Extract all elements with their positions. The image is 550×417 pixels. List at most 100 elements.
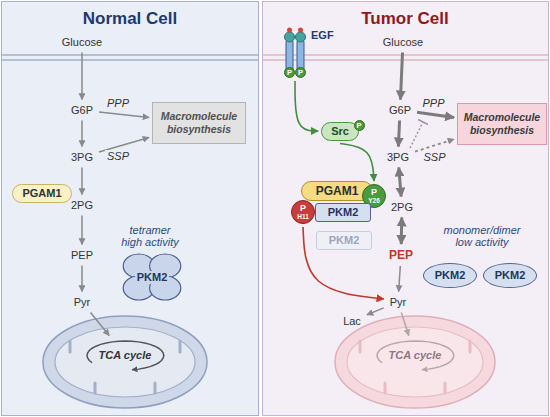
figure-part [384, 383, 387, 393]
node-text: PGAM1 [22, 187, 61, 200]
node-text: Y26 [368, 197, 380, 204]
connector-arrow [81, 53, 83, 100]
node-text: Macromolecule biosynthesis [461, 111, 543, 137]
connector-arrow [81, 168, 83, 195]
node-text: 3PG [71, 151, 93, 164]
membrane-line [263, 59, 548, 61]
figure-part [418, 120, 428, 125]
tetramer-protein: PKM2 [122, 252, 182, 302]
connector-arrow [398, 121, 399, 147]
protein-box: PKM2 [315, 203, 372, 222]
protein-box: PKM2 [316, 231, 373, 250]
protein-oval: PKM2 [423, 263, 478, 288]
state-note: tetramer high activity [119, 224, 181, 248]
figure-part [410, 122, 423, 148]
tca-cycle: TCA cycle [375, 339, 456, 372]
node-text: Normal Cell [2, 2, 258, 29]
node-text: PEP [389, 248, 413, 262]
phospho-dot: P [295, 67, 306, 78]
node-text: Lac [343, 315, 361, 328]
metabolite-node: Pyr [387, 295, 410, 310]
edge-label: PPP [105, 97, 131, 110]
figure-part [444, 383, 447, 393]
node-text: H11 [297, 213, 309, 220]
cell-panel: Tumor CellEGFGlucoseG6PSrcMacromolecule … [262, 2, 548, 415]
figure-part [469, 341, 472, 352]
label-text: P [296, 68, 305, 77]
connector-arrow [417, 112, 454, 117]
node-text: PGAM1 [316, 184, 359, 198]
phospho-dot: P [284, 67, 295, 78]
node-text: PKM2 [328, 206, 359, 219]
node-text: Macromolecule biosynthesis [156, 110, 242, 136]
connector-arrow [91, 313, 110, 336]
node-text: TCA cycle [99, 349, 152, 362]
node-text: PKM2 [135, 271, 170, 284]
process-box: Macromolecule biosynthesis [152, 102, 246, 144]
edge-label: SSP [421, 151, 447, 164]
ligand-dot [298, 28, 303, 33]
node-text: Glucose [383, 36, 423, 49]
node-text: 3PG [387, 151, 409, 164]
figure-part [179, 341, 182, 352]
connector-arrow [81, 216, 83, 245]
node-text: PEP [71, 249, 93, 262]
label-text: P [355, 121, 364, 130]
connector-arrow [303, 227, 384, 299]
node-text: G6P [389, 104, 411, 117]
figure-part [43, 316, 207, 408]
connector-arrow [401, 313, 408, 336]
cycle-arrow-path [87, 341, 164, 370]
tca-cycle: TCA cycle [85, 339, 166, 372]
membrane-line [2, 54, 258, 56]
edge-label-box: SSP [421, 151, 447, 164]
ligand-dot [287, 28, 292, 33]
phospho-dot: P [354, 120, 365, 131]
metabolite-node: 3PG [68, 150, 96, 165]
cell-ground [263, 2, 549, 416]
metabolite-node: 2PG [388, 200, 416, 215]
receptor-head [296, 32, 306, 42]
node-text: G6P [71, 104, 93, 117]
node-text: 2PG [71, 199, 93, 212]
receptor-head [285, 32, 295, 42]
connector-arrow [399, 266, 401, 292]
connector-arrow [367, 308, 384, 315]
node-text: EGF [311, 29, 340, 42]
figure-part [359, 341, 362, 352]
metabolite-node: 2PG [68, 198, 96, 213]
mitochondrion [43, 316, 207, 408]
membrane-line [263, 54, 548, 56]
node-text: PKM2 [329, 234, 360, 247]
edge-label: PPP [420, 97, 446, 110]
node-text: P [371, 188, 377, 197]
connector-arrow [399, 168, 401, 197]
connector-arrow [99, 112, 149, 118]
connector-arrow [400, 218, 404, 245]
node-text: P [300, 204, 306, 213]
node-text: Tumor Cell [262, 2, 548, 29]
cycle-arrow-path [377, 341, 454, 370]
metabolite-node: Glucose [59, 35, 105, 50]
connector-arrow [295, 81, 318, 131]
node-text: Glucose [62, 36, 102, 49]
mitochondrion [335, 316, 495, 408]
node-text: 2PG [391, 201, 413, 214]
figure-part [70, 341, 180, 393]
node-text: TCA cycle [389, 349, 442, 362]
figure-part [154, 383, 157, 393]
metabolite-node: Glucose [380, 35, 426, 50]
cell-panel: Normal CellGlucoseG6P Macromolecule biosy… [2, 2, 258, 415]
phospho-site: PH11 [291, 200, 315, 224]
node-text: PKM2 [495, 269, 526, 282]
label-text: tetramer high activity [119, 224, 181, 248]
metabolite-node: G6P [386, 103, 414, 118]
figure-part [94, 383, 97, 393]
label-text: monomer/dimer low activity [439, 224, 525, 248]
enzyme-pill: PGAM1 [12, 184, 71, 203]
label-text: P [285, 68, 294, 77]
node-text: PKM2 [435, 269, 466, 282]
metabolite-node: Pyr [71, 295, 94, 310]
